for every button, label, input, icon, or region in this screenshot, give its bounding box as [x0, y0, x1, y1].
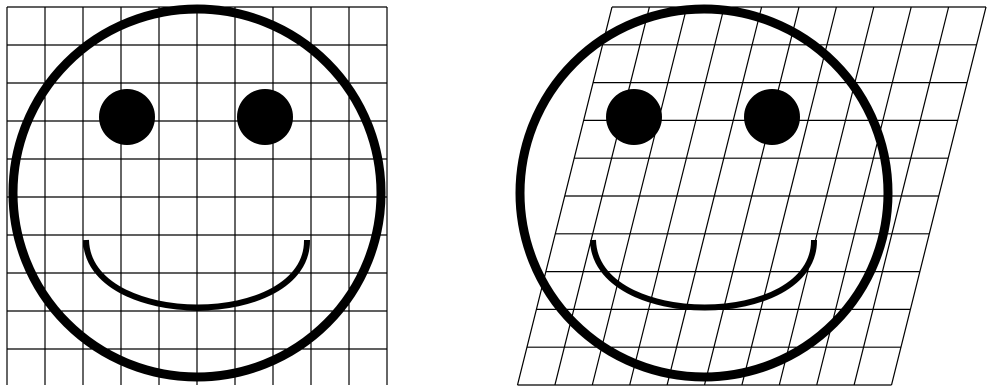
left-eye [606, 89, 662, 145]
smiley-face-sheared [520, 9, 888, 377]
grid-sheared [518, 7, 987, 385]
right-eye [237, 89, 293, 145]
face-outline [520, 9, 888, 377]
right-eye [744, 89, 800, 145]
panel-original [7, 7, 387, 385]
panel-sheared [518, 7, 987, 385]
left-eye [99, 89, 155, 145]
